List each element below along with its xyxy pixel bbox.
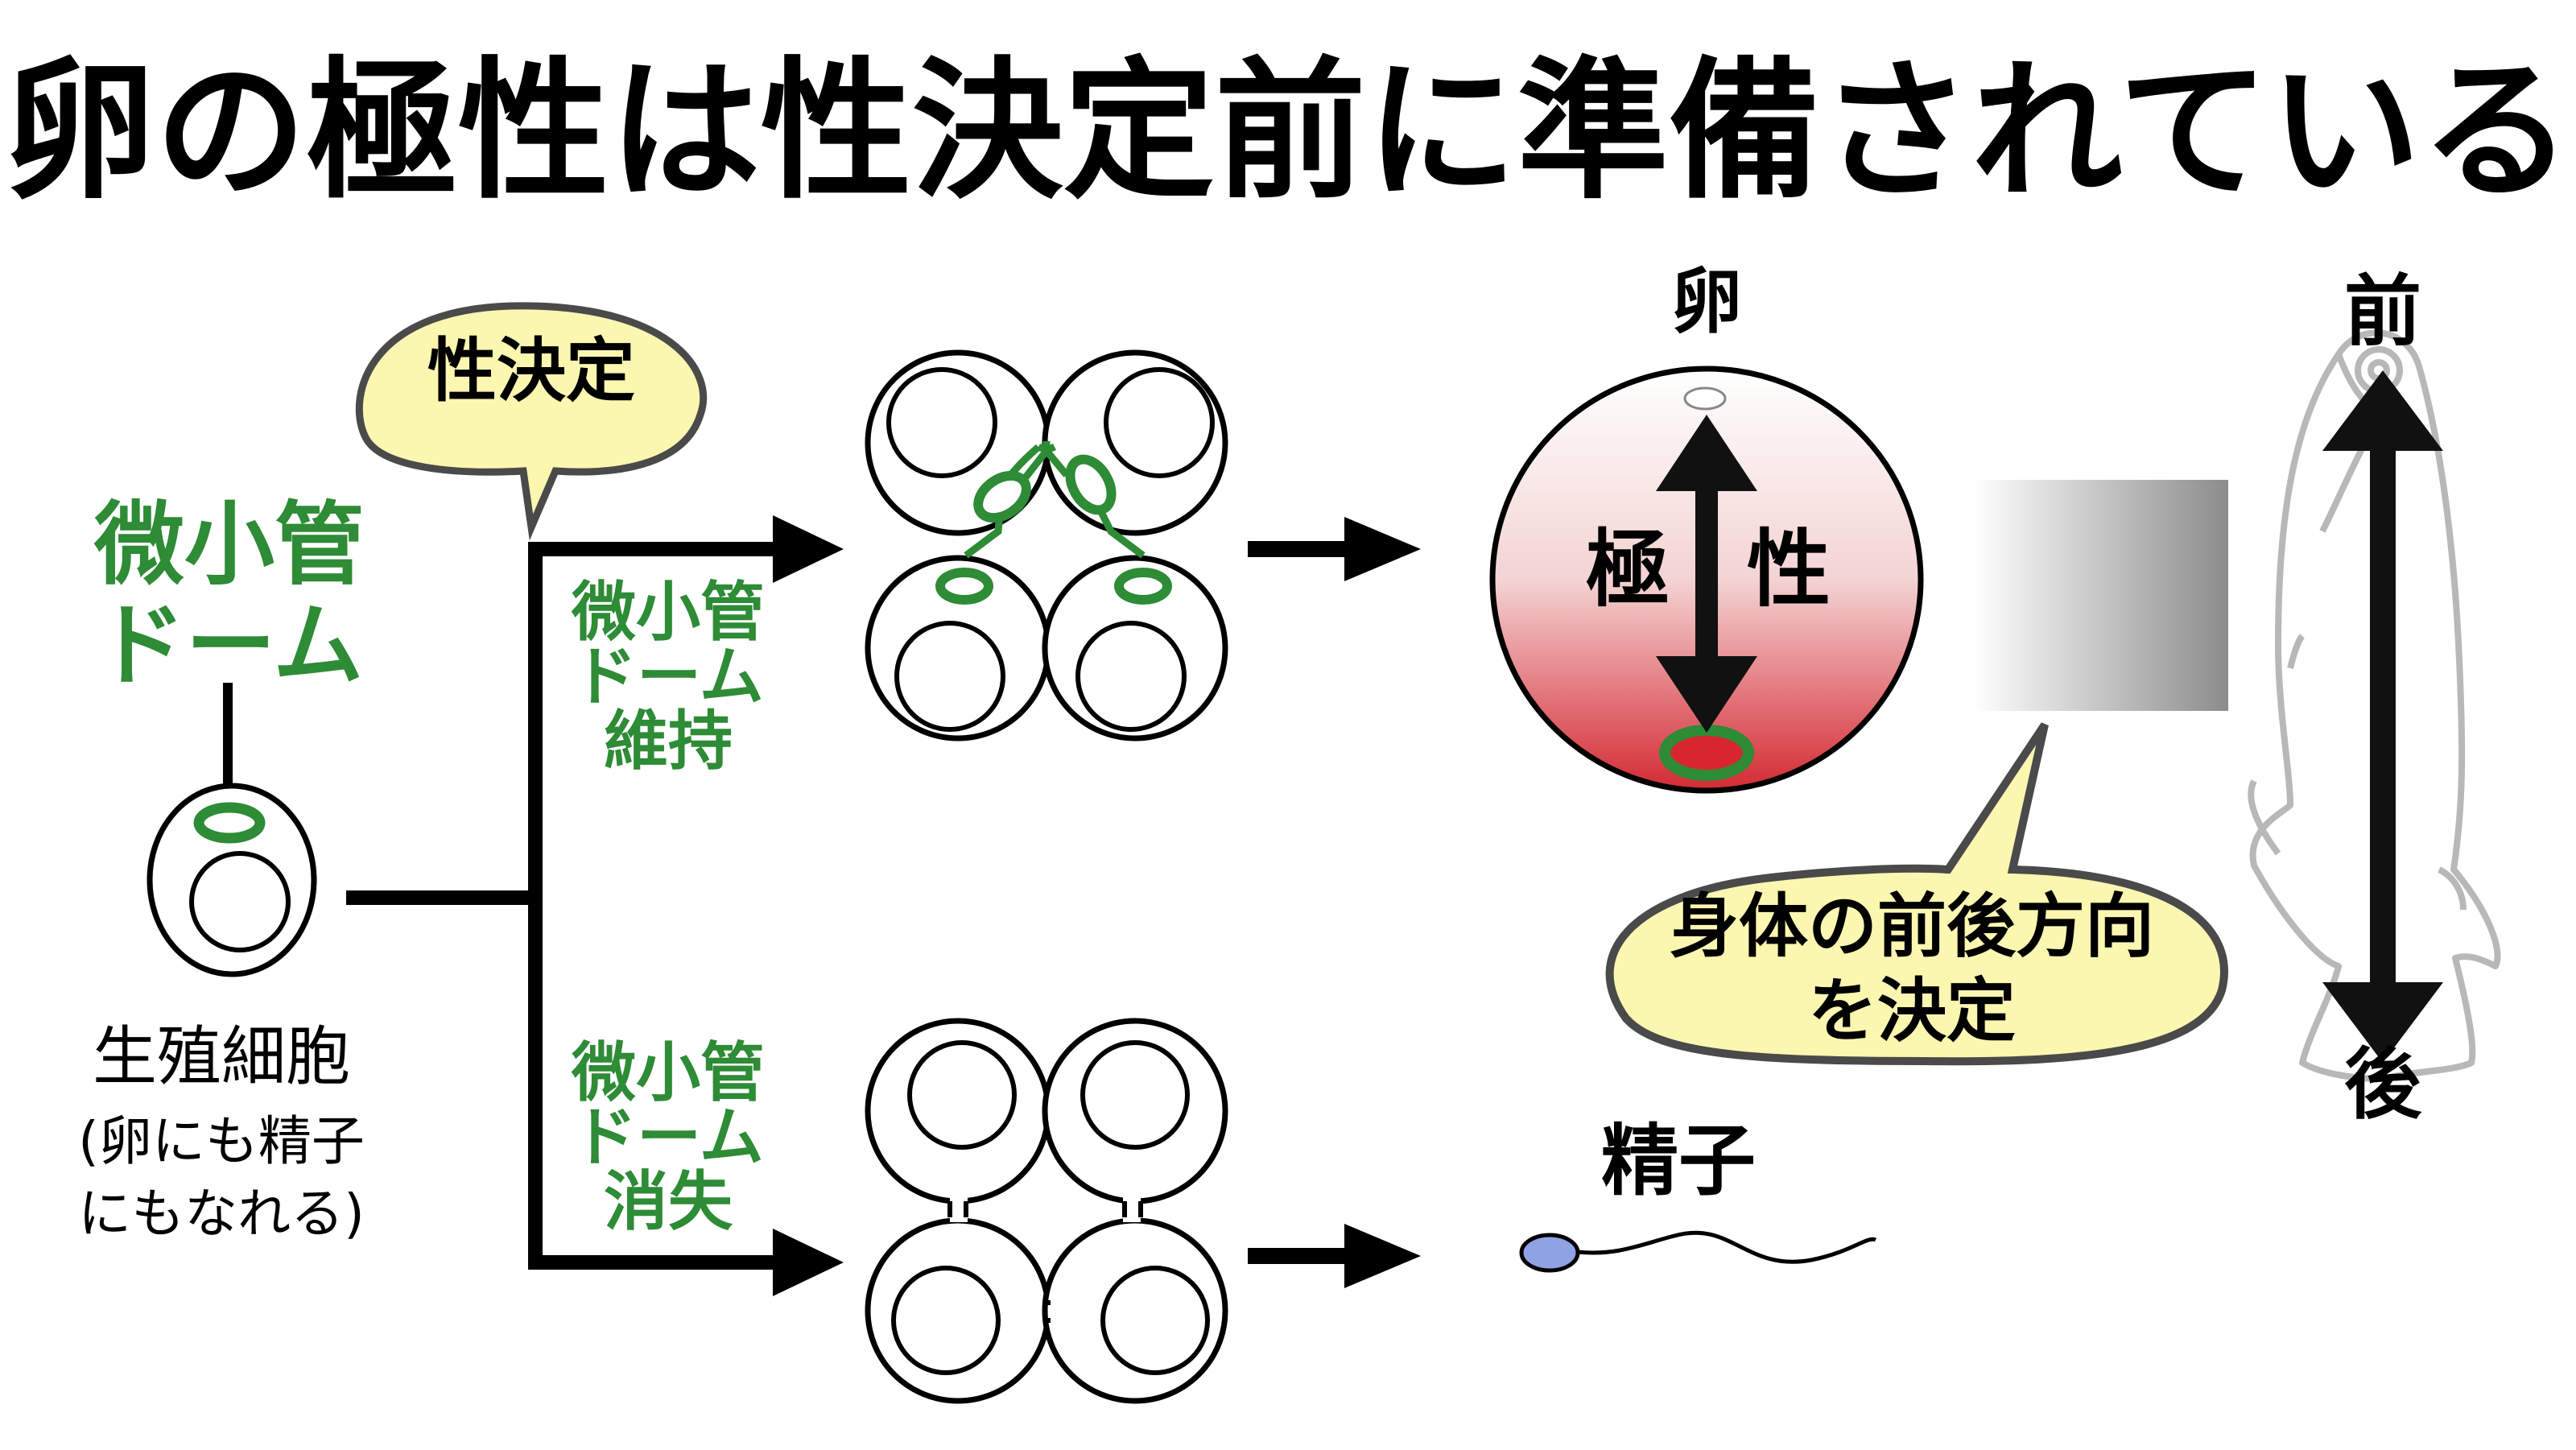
arrow-right-icon [1344,517,1421,581]
germ-cell [147,783,317,977]
lost-line1: 微小管 [571,1035,765,1110]
dome-lost-label: 微小管 ドーム 消失 [571,1035,765,1239]
body-axis-line1: 身体の前後方向 [1670,886,2154,967]
cyst-dome-lost [865,1018,1228,1404]
arrow-right-icon [773,515,844,583]
branch-connector [346,542,785,1270]
gradient-box [1972,480,2228,711]
germ-cell-line1: 生殖細胞 [93,1019,350,1094]
sperm-label: 精子 [1601,1116,1756,1206]
axis-anterior-label: 前 [2344,266,2421,357]
arrow-to-sperm [1248,1224,1421,1288]
maintained-line2: ドーム [572,639,764,714]
polarity-left: 極 [1586,520,1670,618]
arrow-to-egg [1248,517,1421,581]
egg: 極 性 [1489,366,1924,794]
polarity-right: 性 [1747,520,1831,618]
arrow-right-icon [773,1229,844,1296]
egg-label: 卵 [1671,260,1742,343]
double-arrow-icon [1656,415,1757,733]
fish-illustration [2248,329,2501,1082]
microtubule-dome-label: 微小管 ドーム [93,493,365,698]
dome-maintained-label: 微小管 ドーム 維持 [571,575,765,779]
sex-determination-bubble: 性決定 [355,302,708,541]
dome-label-line2: ドーム [96,593,364,698]
maintained-line1: 微小管 [571,575,765,650]
egg-vegetal-dome [1659,725,1754,781]
maintained-line3: 維持 [604,704,733,779]
microtubule-dome-ring [193,802,266,844]
body-axis-line2: を決定 [1808,971,2016,1051]
arrow-right-icon [1344,1224,1421,1288]
dome-label-line1: 微小管 [93,493,365,597]
germ-cell-caption: 生殖細胞 (卵にも精子 にもなれる) [78,1019,365,1245]
lost-line3: 消失 [604,1164,733,1239]
germ-cell-line2: (卵にも精子 [78,1110,365,1172]
axis-posterior-label: 後 [2344,1039,2422,1130]
body-axis-bubble: 身体の前後方向 を決定 [1605,722,2228,1066]
lost-line2: ドーム [572,1100,764,1175]
double-arrow-icon [2322,370,2443,1063]
sperm-illustration [1519,1230,1877,1273]
germ-cell-line3: にもなれる) [78,1183,365,1245]
bubble-label-sex-determination: 性決定 [427,331,635,411]
page-title: 卵の極性は性決定前に準備されている [4,43,2572,220]
cyst-dome-maintained [865,349,1228,742]
